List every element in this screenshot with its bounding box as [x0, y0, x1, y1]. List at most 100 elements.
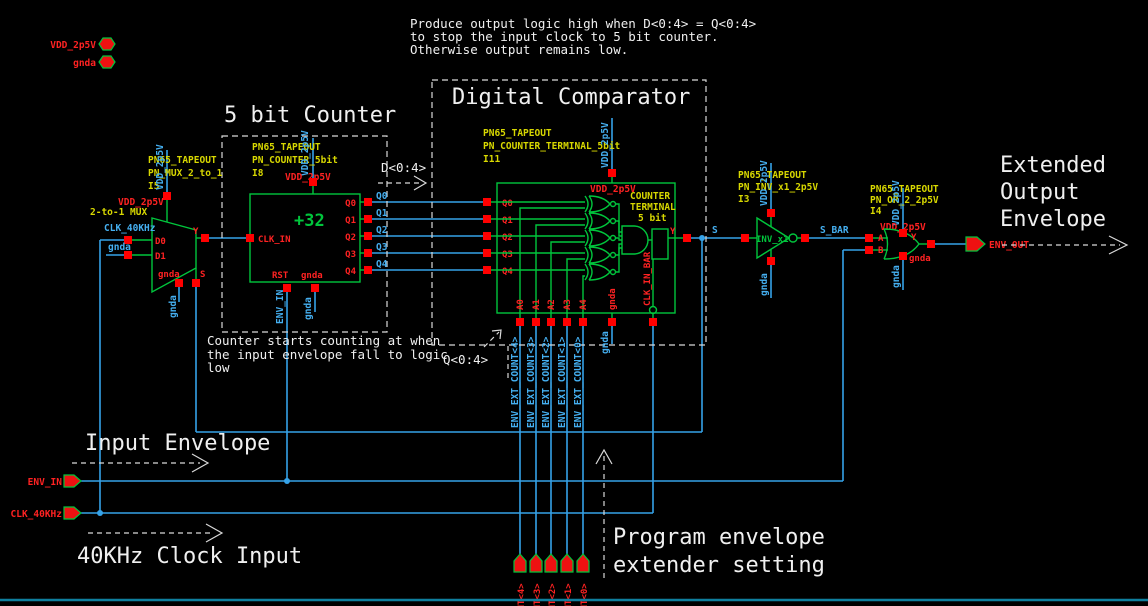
counter-component[interactable]: PN65_TAPEOUT PN_COUNTER_5bit I8 VDD_2p5V… — [246, 130, 372, 324]
counter-pin-q3: Q3 — [345, 250, 356, 260]
counter-note-line1: Counter starts counting at when — [207, 333, 440, 348]
clock-input-annotation: 40KHz Clock Input — [77, 523, 302, 569]
counter-gnda-net-label: gnda — [303, 297, 314, 320]
extended-line3: Envelope — [1000, 207, 1106, 232]
net-env-ext-count3: ENV_EXT_COUNT<3> — [526, 336, 537, 428]
env-out-pin-icon — [965, 236, 986, 252]
inverter-gnda-net-label: gnda — [759, 273, 770, 296]
mux-vdd-net-label: VDD_2p5V — [155, 144, 166, 190]
wire-junction-dot — [97, 510, 103, 516]
net-s-label: S — [712, 225, 718, 236]
counter-note-line3: low — [207, 360, 230, 375]
comparator-vdd-label: VDD_2p5V — [590, 184, 636, 195]
gnda-pin-label: gnda — [73, 58, 96, 69]
net-env-ext-count0: ENV_EXT_COUNT<0> — [573, 336, 584, 428]
clk-net-label: CLK_40KHz — [104, 223, 156, 234]
program-setting-annotation: Program envelope extender setting — [595, 448, 825, 580]
counter-pin-q2: Q2 — [345, 233, 356, 243]
wires-layer[interactable] — [81, 118, 966, 554]
net-s-bar-label: S_BAR — [820, 225, 849, 236]
comparator-box-title: Digital Comparator — [452, 85, 690, 110]
or-gnda-label: gnda — [909, 254, 931, 264]
comparator-gnda-net-label: gnda — [600, 331, 611, 354]
or-cell-label: PN_OR_2_2p5V — [870, 195, 939, 206]
or-vdd-label: VDD_2p5V — [880, 222, 926, 233]
wire-junction-dot — [699, 235, 705, 241]
comparator-component[interactable]: PN65_TAPEOUT PN_COUNTER_TERMINAL_5bit I1… — [483, 122, 691, 354]
program-line1: Program envelope — [613, 525, 825, 550]
counter-note: Counter starts counting at when the inpu… — [207, 333, 448, 375]
counter-pin-q0: Q0 — [345, 199, 356, 209]
program-setting-pins[interactable]: ENV_EXT_COUNT<4> ENV_EXT_COUNT<3> ENV_EX… — [513, 553, 590, 606]
vdd-hexagon-pin-icon — [98, 37, 116, 51]
supply-pin-vdd[interactable]: VDD_2p5V — [50, 37, 116, 51]
d-bus-annotation: D<0:4> — [378, 160, 428, 191]
q-bus-annotation: Q<0:4> — [443, 329, 509, 382]
inverter-vdd-net-label: VDD_2p5V — [759, 160, 770, 206]
net-q1: Q1 — [376, 208, 388, 219]
net-env-ext-count4: ENV_EXT_COUNT<4> — [510, 336, 521, 428]
extended-output-annotation: Extended Output Envelope — [1000, 153, 1129, 255]
mux-component[interactable]: PN65_TAPEOUT PN_MUX_2_to_1 I5 VDD_2p5V V… — [90, 144, 223, 318]
comparator-pin-q1: Q1 — [502, 216, 513, 226]
comparator-pin-y: Y — [670, 227, 676, 237]
env-ext-count-net-labels: ENV_EXT_COUNT<4> ENV_EXT_COUNT<3> ENV_EX… — [510, 336, 584, 428]
inverter-cell-label: PN_INV_x1_2p5V — [738, 182, 818, 193]
program-pin-label: ENV_EXT_COUNT<2> — [548, 583, 558, 606]
comparator-library-label: PN65_TAPEOUT — [483, 128, 552, 139]
extended-line2: Output — [1000, 180, 1079, 205]
d-bus-label: D<0:4> — [381, 160, 426, 175]
d-bus-arrowhead-icon — [413, 175, 428, 191]
mux-pin-d0: D0 — [155, 237, 166, 247]
mux-gnda-net-label: gnda — [168, 295, 179, 318]
program-pin-label: ENV_EXT_COUNT<0> — [580, 583, 590, 606]
vdd-pin-label: VDD_2p5V — [50, 40, 96, 51]
or-pin-y: Y — [911, 233, 917, 243]
mux-type-label: 2-to-1 MUX — [90, 207, 147, 218]
counter-library-label: PN65_TAPEOUT — [252, 142, 321, 153]
xnor-gate-icon — [584, 212, 622, 237]
clk-40khz-port[interactable]: CLK_40KHz — [11, 506, 82, 520]
counter-pin-q1: Q1 — [345, 216, 356, 226]
input-envelope-annotation: Input Envelope — [72, 431, 270, 473]
inverter-library-label: PN65_TAPEOUT — [738, 170, 807, 181]
comparator-pin-q3: Q3 — [502, 250, 513, 260]
or-gate-component[interactable]: PN65_TAPEOUT PN_OR_2_2p5V I4 VDD_2p5V VD… — [865, 180, 939, 288]
counter-vdd-net-label: VDD_2p5V — [300, 130, 311, 176]
mux-pin-d1: D1 — [155, 252, 166, 262]
mux-library-label: PN65_TAPEOUT — [148, 155, 217, 166]
inverter-component[interactable]: PN65_TAPEOUT PN_INV_x1_2p5V I3 VDD_2p5V … — [738, 160, 818, 296]
comparator-pin-q0: Q0 — [502, 199, 513, 209]
env-in-port-label: ENV_IN — [28, 477, 63, 488]
comparator-pin-a0: A0 — [516, 299, 526, 310]
xnor-gate-icon — [584, 247, 622, 281]
or-vdd-net-label: VDD_2p5V — [891, 180, 902, 226]
program-arrowhead-icon — [595, 448, 613, 465]
program-pin-label: ENV_EXT_COUNT<1> — [564, 583, 574, 606]
supply-pin-gnda[interactable]: gnda — [73, 55, 116, 69]
comparator-pin-a2: A2 — [547, 299, 557, 310]
program-pin-label: ENV_EXT_COUNT<3> — [533, 583, 543, 606]
comparator-dashed-box — [431, 79, 707, 346]
program-pin-icon — [513, 553, 527, 573]
env-in-port[interactable]: ENV_IN — [28, 474, 82, 488]
counter-dashed-box — [221, 135, 388, 333]
xnor-gate-icon — [584, 229, 622, 247]
mux-pin-gnda: gnda — [158, 270, 180, 280]
program-pin-icon — [529, 553, 543, 573]
program-pin-icon — [560, 553, 574, 573]
gnda-hexagon-pin-icon — [98, 55, 116, 69]
net-q3: Q3 — [376, 242, 388, 253]
or-library-label: PN65_TAPEOUT — [870, 184, 939, 195]
comparator-pin-q2: Q2 — [502, 233, 513, 243]
inverter-symbol-label: INV_x1 — [756, 235, 789, 245]
net-q0: Q0 — [376, 191, 388, 202]
counter-vdd-label: VDD_2p5V — [285, 172, 331, 183]
env-out-port[interactable]: ENV_OUT — [965, 236, 1029, 252]
comparator-instance-label: I11 — [483, 154, 500, 165]
mux-pin-y: Y — [193, 227, 199, 237]
inverter-instance-label: I3 — [738, 194, 750, 205]
mux-vdd-label: VDD_2p5V — [118, 197, 164, 208]
top-note-line2: to stop the input clock to 5 bit counter… — [410, 29, 719, 44]
